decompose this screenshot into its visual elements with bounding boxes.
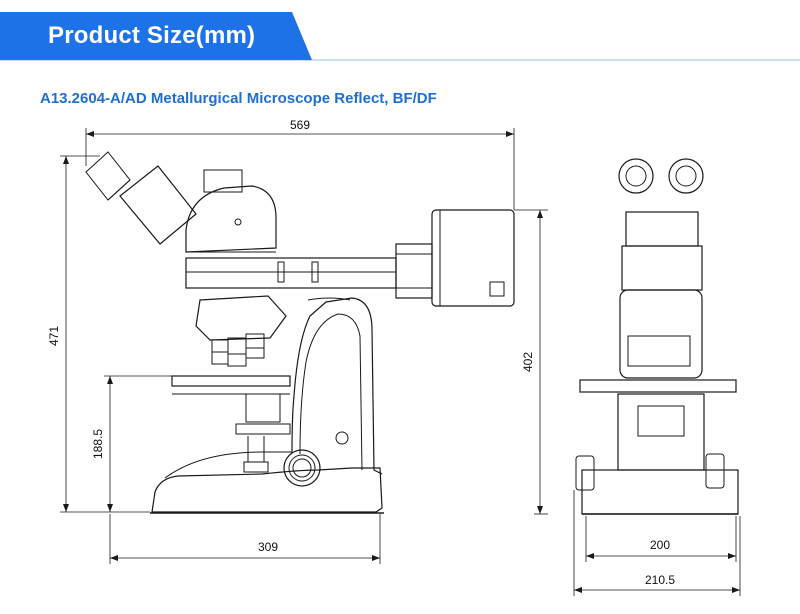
eyepiece-collar [107,179,131,201]
arm-inner [299,313,363,471]
illuminator-slot-1 [277,261,285,283]
rear-stage [579,379,737,393]
arrow-309-left [110,555,118,561]
banner-title: Product Size(mm) [48,22,256,49]
drawing-subtitle: A13.2604-A/AD Metallurgical Microscope R… [40,90,437,107]
arrow-471-bottom [63,504,69,512]
arrow-2105-right [732,587,740,593]
rear-view [575,158,739,515]
fine-focus-knob [335,431,349,445]
banner-tab [0,12,312,60]
profile-view [85,151,515,514]
rear-illuminator [621,245,703,291]
rear-objectives [627,335,691,367]
rear-column-window [637,405,685,437]
rear-eyepiece-left-inner [625,165,647,187]
dim-label-402: 402 [521,352,535,372]
dim-label-309: 309 [258,540,278,554]
dimension-labels: 569 471 188.5 309 402 200 210.5 [47,118,675,587]
dimension-arrows [63,131,740,593]
arm-body [291,297,383,475]
objective-2 [227,337,247,367]
coarse-focus-knob-inner [288,454,316,482]
rear-eyepiece-left [618,158,654,194]
arrow-402-bottom [537,506,543,514]
stage [171,375,291,387]
rear-column [617,393,705,471]
substage [235,423,291,435]
trinocular-head [185,185,277,253]
arrow-1885-top [107,376,113,384]
arrow-200-right [728,553,736,559]
arrow-402-top [537,210,543,218]
nosepiece [195,295,287,341]
arrow-471-top [63,156,69,164]
arm-back [307,297,351,301]
base-top-curve [164,451,292,479]
illuminator-housing [185,257,397,289]
arrow-200-left [586,553,594,559]
title-banner [0,12,800,61]
arrow-569-left [86,131,94,137]
vertical-illuminator-back [396,253,432,289]
head-dot [234,218,242,226]
dim-label-1885: 188.5 [91,429,105,459]
dim-label-2105: 210.5 [645,573,675,587]
rear-eyepiece-right [668,158,704,194]
rear-head [625,211,699,247]
lamp-connector [395,243,433,299]
stage-knob [243,461,269,473]
lamp-switch [489,281,505,297]
coarse-focus-knob-ring [292,458,312,478]
rear-focus-right [705,453,725,489]
label-569-bg [284,118,316,132]
dim-label-569: 569 [290,118,310,132]
dim-label-471: 471 [47,326,61,346]
dim-label-200: 200 [650,538,670,552]
rear-focus-left [575,455,595,491]
lamp-house [431,209,515,307]
base-foot [151,467,383,513]
arrow-569-right [506,131,514,137]
eyepiece-tube [119,165,197,245]
rear-eyepiece-right-inner [675,165,697,187]
illuminator-slot-2 [311,261,319,283]
coarse-focus-knob [283,449,321,487]
stage-control [247,436,265,463]
stage-support [245,393,281,423]
arrow-2105-left [574,587,582,593]
trinocular-port [203,169,243,193]
rear-base [581,469,739,515]
arrow-1885-bottom [107,504,113,512]
objective-3 [245,333,265,359]
arrow-309-right [372,555,380,561]
dimension-lines [60,128,741,596]
